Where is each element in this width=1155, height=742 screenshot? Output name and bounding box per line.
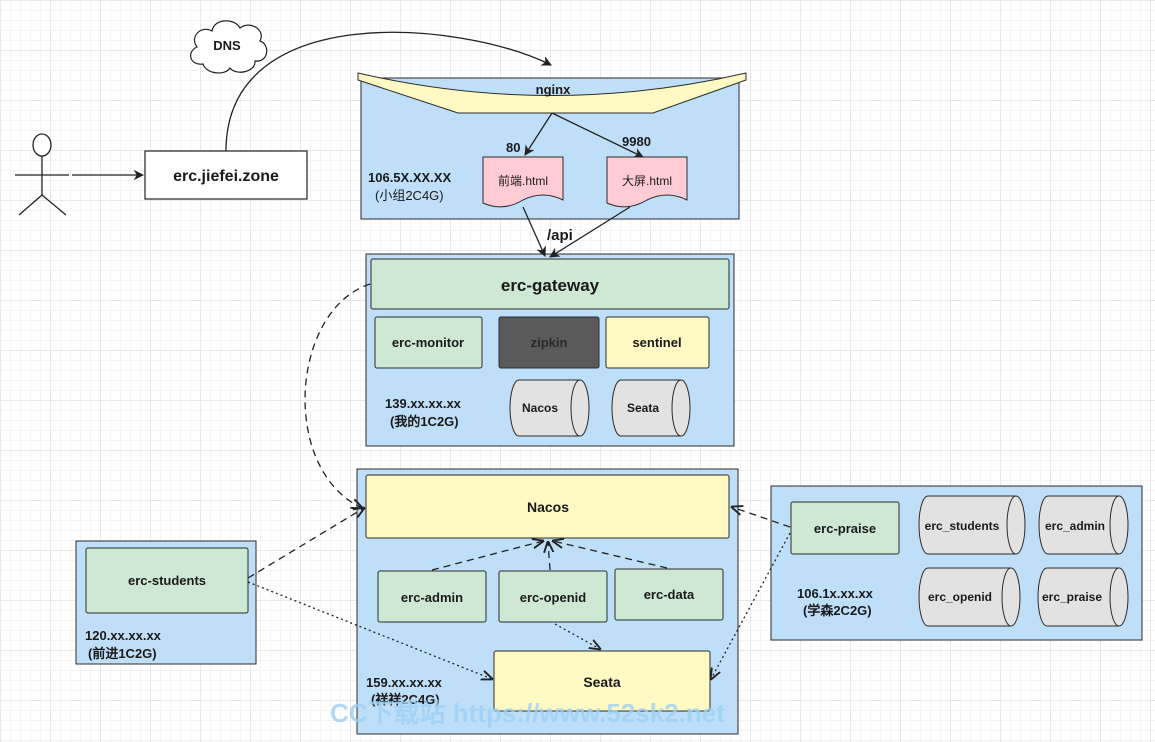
students-server-desc: (前进1C2G) — [88, 646, 157, 661]
screen-page-label: 大屏.html — [622, 174, 672, 188]
db-admin: erc_admin — [1038, 495, 1129, 555]
db-openid: erc_openid — [918, 567, 1021, 627]
data-label: erc-data — [644, 587, 695, 602]
main-server-ip: 159.xx.xx.xx — [366, 675, 443, 690]
gateway-server-ip: 139.xx.xx.xx — [385, 396, 462, 411]
gateway-seata-db: Seata — [611, 379, 691, 437]
monitor-label: erc-monitor — [392, 335, 464, 350]
praise-server-ip: 106.1x.xx.xx — [797, 586, 874, 601]
praise-label: erc-praise — [814, 521, 876, 536]
db-praise: erc_praise — [1037, 567, 1129, 627]
nginx-to-front-arrow — [524, 112, 553, 156]
main-seata-label: Seata — [583, 674, 621, 690]
zipkin-label: zipkin — [531, 335, 568, 350]
db-students: erc_students — [918, 495, 1026, 555]
domain-box — [144, 150, 308, 200]
nginx-to-screen-arrow — [551, 112, 644, 158]
students-to-nacos-arrow — [247, 508, 364, 579]
gateway-label: erc-gateway — [501, 276, 600, 295]
user-icon — [15, 133, 69, 216]
gateway-server-desc: (我的1C2G) — [390, 414, 459, 429]
db-admin-label: erc_admin — [1045, 519, 1105, 533]
port-front-label: 80 — [506, 140, 520, 155]
admin-box — [377, 570, 487, 623]
screen-to-gateway-arrow — [549, 206, 631, 258]
gateway-seata-label: Seata — [627, 401, 659, 415]
data-box — [614, 568, 724, 621]
db-students-label: erc_students — [925, 519, 1000, 533]
db-openid-label: erc_openid — [928, 590, 992, 604]
screen-page-doc — [606, 156, 688, 208]
front-page-doc — [482, 156, 564, 208]
gateway-to-nacos-arrow — [304, 283, 371, 508]
students-server-ip: 120.xx.xx.xx — [85, 628, 162, 643]
domain-to-nginx-arrow — [225, 31, 552, 152]
nginx-server-ip: 106.5X.XX.XX — [368, 170, 451, 185]
dns-cloud: DNS — [190, 20, 268, 74]
data-to-nacos-arrow — [553, 541, 668, 569]
openid-box — [498, 570, 608, 623]
watermark-text: CC下载站 https://www.52sk2.net — [330, 698, 725, 728]
openid-label: erc-openid — [520, 590, 587, 605]
front-to-gateway-arrow — [522, 206, 546, 257]
nginx-server-desc: (小组2C4G) — [375, 188, 444, 203]
db-praise-label: erc_praise — [1042, 590, 1102, 604]
domain-label: erc.jiefei.zone — [173, 168, 279, 185]
sentinel-label: sentinel — [632, 335, 681, 350]
dns-label: DNS — [213, 38, 241, 53]
port-screen-label: 9980 — [622, 134, 651, 149]
nginx-label: nginx — [536, 82, 571, 97]
students-label: erc-students — [128, 573, 206, 588]
nginx-banner — [357, 72, 747, 114]
gateway-nacos-label: Nacos — [522, 401, 558, 415]
main-server-desc: (祥祥2C4G) — [371, 692, 440, 707]
admin-label: erc-admin — [401, 590, 463, 605]
openid-to-nacos-arrow — [548, 542, 550, 571]
main-nacos-label: Nacos — [527, 499, 569, 515]
students-box — [85, 547, 249, 614]
api-label: /api — [547, 227, 573, 244]
praise-box — [790, 501, 900, 555]
openid-to-seata-arrow — [554, 623, 600, 649]
praise-to-nacos-arrow — [732, 507, 791, 528]
monitor-box — [374, 316, 483, 369]
praise-server-desc: (学森2C2G) — [803, 603, 872, 618]
gateway-nacos-db: Nacos — [509, 379, 590, 437]
sentinel-box — [605, 316, 710, 369]
students-to-seata-arrow — [247, 581, 492, 679]
zipkin-box — [498, 316, 600, 369]
gateway-box — [370, 258, 730, 310]
front-page-label: 前端.html — [498, 173, 548, 188]
